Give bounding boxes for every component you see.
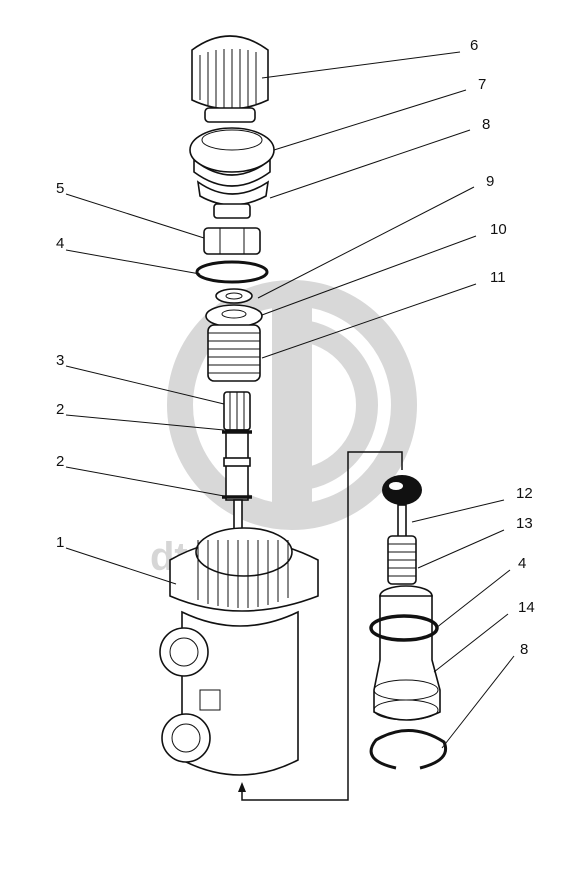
- part-8-ring: [196, 180, 270, 219]
- leader-line-c9: [257, 186, 475, 299]
- leader-line-c13: [417, 529, 505, 569]
- callout-label-c12: 12: [516, 485, 533, 502]
- part-13-spring: [387, 535, 417, 585]
- leader-line-c8a: [269, 129, 471, 199]
- callout-label-c2b: 2: [56, 453, 64, 470]
- leader-line-c4a: [65, 249, 201, 275]
- callouts: 6 7 8 9 10 11 5 4 3 2 2 1 12 13 4 14 8: [56, 37, 535, 749]
- leader-line-c11: [261, 283, 477, 359]
- callout-label-c5: 5: [56, 180, 64, 197]
- callout-label-c7: 7: [478, 76, 486, 93]
- part-8-circlip: [369, 729, 447, 770]
- assembly-connector-line: [241, 451, 403, 801]
- callout-label-c8b: 8: [520, 641, 528, 658]
- part-1-valve-body: [159, 527, 319, 776]
- leader-line-c7: [273, 89, 467, 151]
- callout-label-c2a: 2: [56, 401, 64, 418]
- callout-label-c14: 14: [518, 599, 535, 616]
- callout-label-c9: 9: [486, 173, 494, 190]
- leader-line-c8b: [441, 655, 515, 749]
- leader-line-c5: [65, 193, 205, 239]
- part-11-spring: [207, 324, 261, 382]
- callout-label-c13: 13: [516, 515, 533, 532]
- leader-line-c2b: [65, 466, 225, 497]
- leader-line-c4b: [435, 569, 511, 629]
- leader-line-c1: [65, 547, 177, 585]
- leader-line-c6: [261, 51, 461, 79]
- leader-line-c3: [65, 365, 225, 405]
- part-7-dome: [189, 127, 275, 187]
- part-12-pin: [382, 475, 422, 538]
- connector-arrowhead: [238, 782, 246, 792]
- part-9-washer: [215, 288, 253, 304]
- leader-line-c14: [433, 613, 509, 673]
- leader-line-c12: [411, 499, 505, 523]
- callout-label-c11: 11: [490, 269, 506, 286]
- callout-label-c3: 3: [56, 352, 64, 369]
- part-4-oring-top: [195, 260, 269, 284]
- callout-label-c8a: 8: [482, 116, 490, 133]
- part-3-rod: [223, 391, 251, 545]
- callout-label-c4b: 4: [518, 555, 526, 572]
- part-10-seat: [205, 304, 263, 328]
- part-6-cap: [191, 35, 269, 123]
- leader-line-c10: [261, 235, 477, 316]
- callout-label-c6: 6: [470, 37, 478, 54]
- callout-label-c4a: 4: [56, 235, 64, 252]
- part-5-nut: [203, 227, 261, 255]
- part-14-housing: [373, 585, 441, 721]
- leader-line-c2a: [65, 414, 225, 431]
- callout-label-c10: 10: [490, 221, 507, 238]
- callout-label-c1: 1: [56, 534, 64, 551]
- part-4-oring-right: [369, 614, 439, 642]
